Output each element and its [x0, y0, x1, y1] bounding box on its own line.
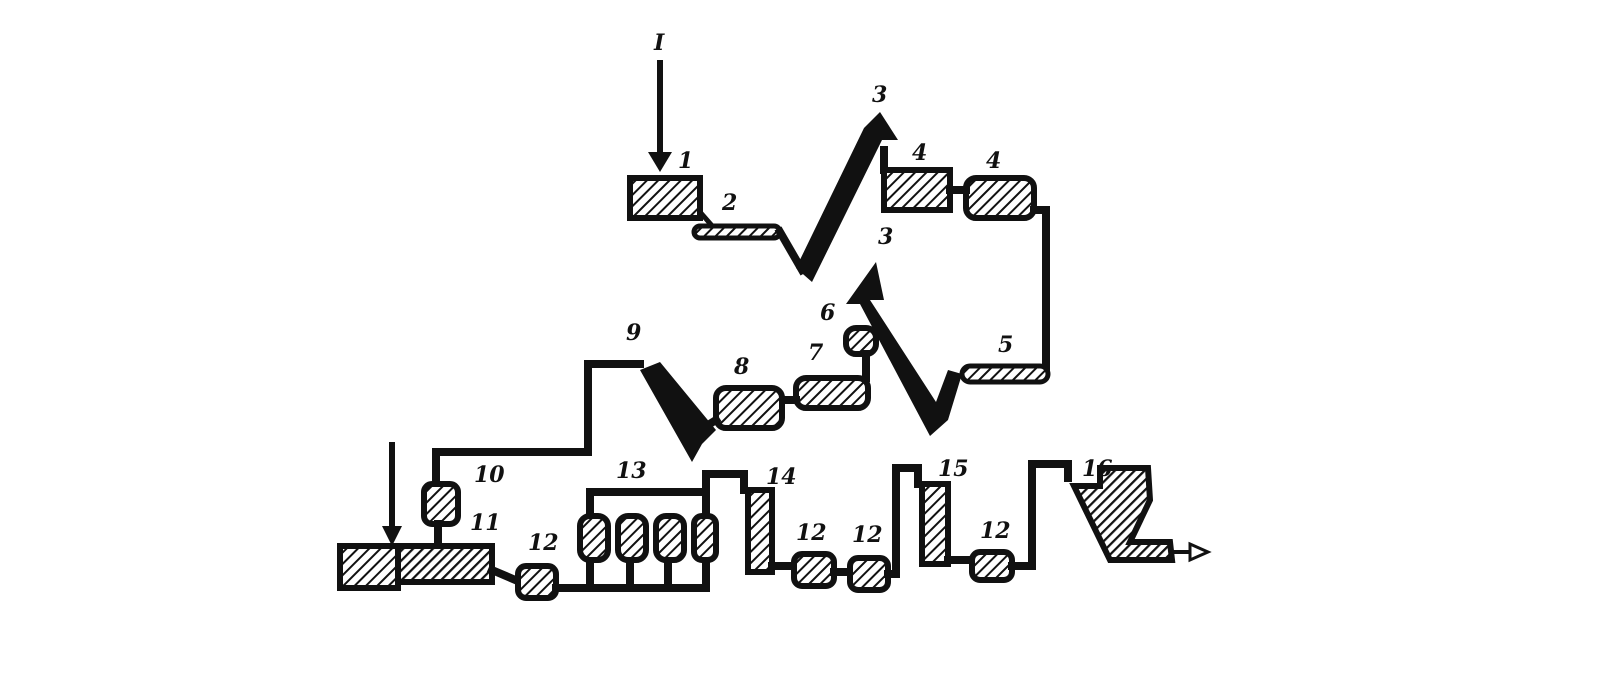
label-8: 8	[733, 354, 749, 380]
unit-13b	[615, 513, 649, 563]
elevator-9	[640, 362, 716, 462]
label-6: 6	[820, 300, 835, 326]
elevator-3-top	[796, 112, 898, 282]
output-arrow	[1172, 541, 1212, 563]
input-label: I	[653, 30, 665, 56]
bin-11-left	[337, 543, 401, 591]
label-2: 2	[721, 190, 737, 216]
side-input-arrow	[382, 442, 402, 546]
unit-11	[395, 543, 495, 585]
label-12b: 12	[796, 520, 827, 546]
unit-14	[745, 487, 775, 575]
unit-16-bunker	[1069, 465, 1176, 563]
unit-1-bin	[627, 175, 703, 221]
belt-2	[691, 223, 783, 241]
unit-12a	[515, 563, 559, 601]
unit-15	[919, 481, 951, 567]
label-13: 13	[616, 458, 647, 484]
unit-13d	[691, 513, 719, 563]
connector-9-10	[432, 360, 644, 486]
unit-6	[843, 325, 879, 357]
unit-10	[421, 481, 461, 527]
label-7: 7	[808, 340, 824, 366]
label-10: 10	[474, 462, 505, 488]
label-12c: 12	[852, 522, 883, 548]
manifold-13-top	[586, 488, 710, 522]
unit-12d	[969, 549, 1015, 583]
connector-12d-16	[1008, 460, 1072, 570]
connector-12c-15	[884, 464, 922, 578]
label-12a: 12	[528, 530, 559, 556]
label-4a: 4	[912, 140, 927, 166]
label-11: 11	[470, 510, 501, 536]
label-15: 15	[938, 456, 969, 482]
unit-4b	[963, 175, 1037, 221]
label-4b: 4	[986, 148, 1001, 174]
unit-12c	[847, 555, 891, 593]
input-arrow	[648, 60, 672, 172]
unit-13c	[653, 513, 687, 563]
label-14: 14	[766, 464, 797, 490]
unit-4a	[881, 167, 953, 213]
label-9: 9	[626, 320, 641, 346]
belt-5	[959, 363, 1051, 385]
unit-7	[793, 375, 871, 411]
label-5: 5	[998, 332, 1013, 358]
connector-12a-13	[552, 556, 710, 592]
connector-13-14	[702, 470, 748, 496]
unit-13a	[577, 513, 611, 563]
label-1: 1	[678, 148, 693, 174]
label-3-top: 3	[872, 82, 887, 108]
label-12d: 12	[980, 518, 1011, 544]
connector-4-5	[1030, 206, 1050, 376]
label-3-mid: 3	[878, 224, 893, 250]
unit-8	[713, 385, 785, 431]
unit-12b	[791, 551, 837, 589]
label-16: 16	[1082, 456, 1113, 482]
